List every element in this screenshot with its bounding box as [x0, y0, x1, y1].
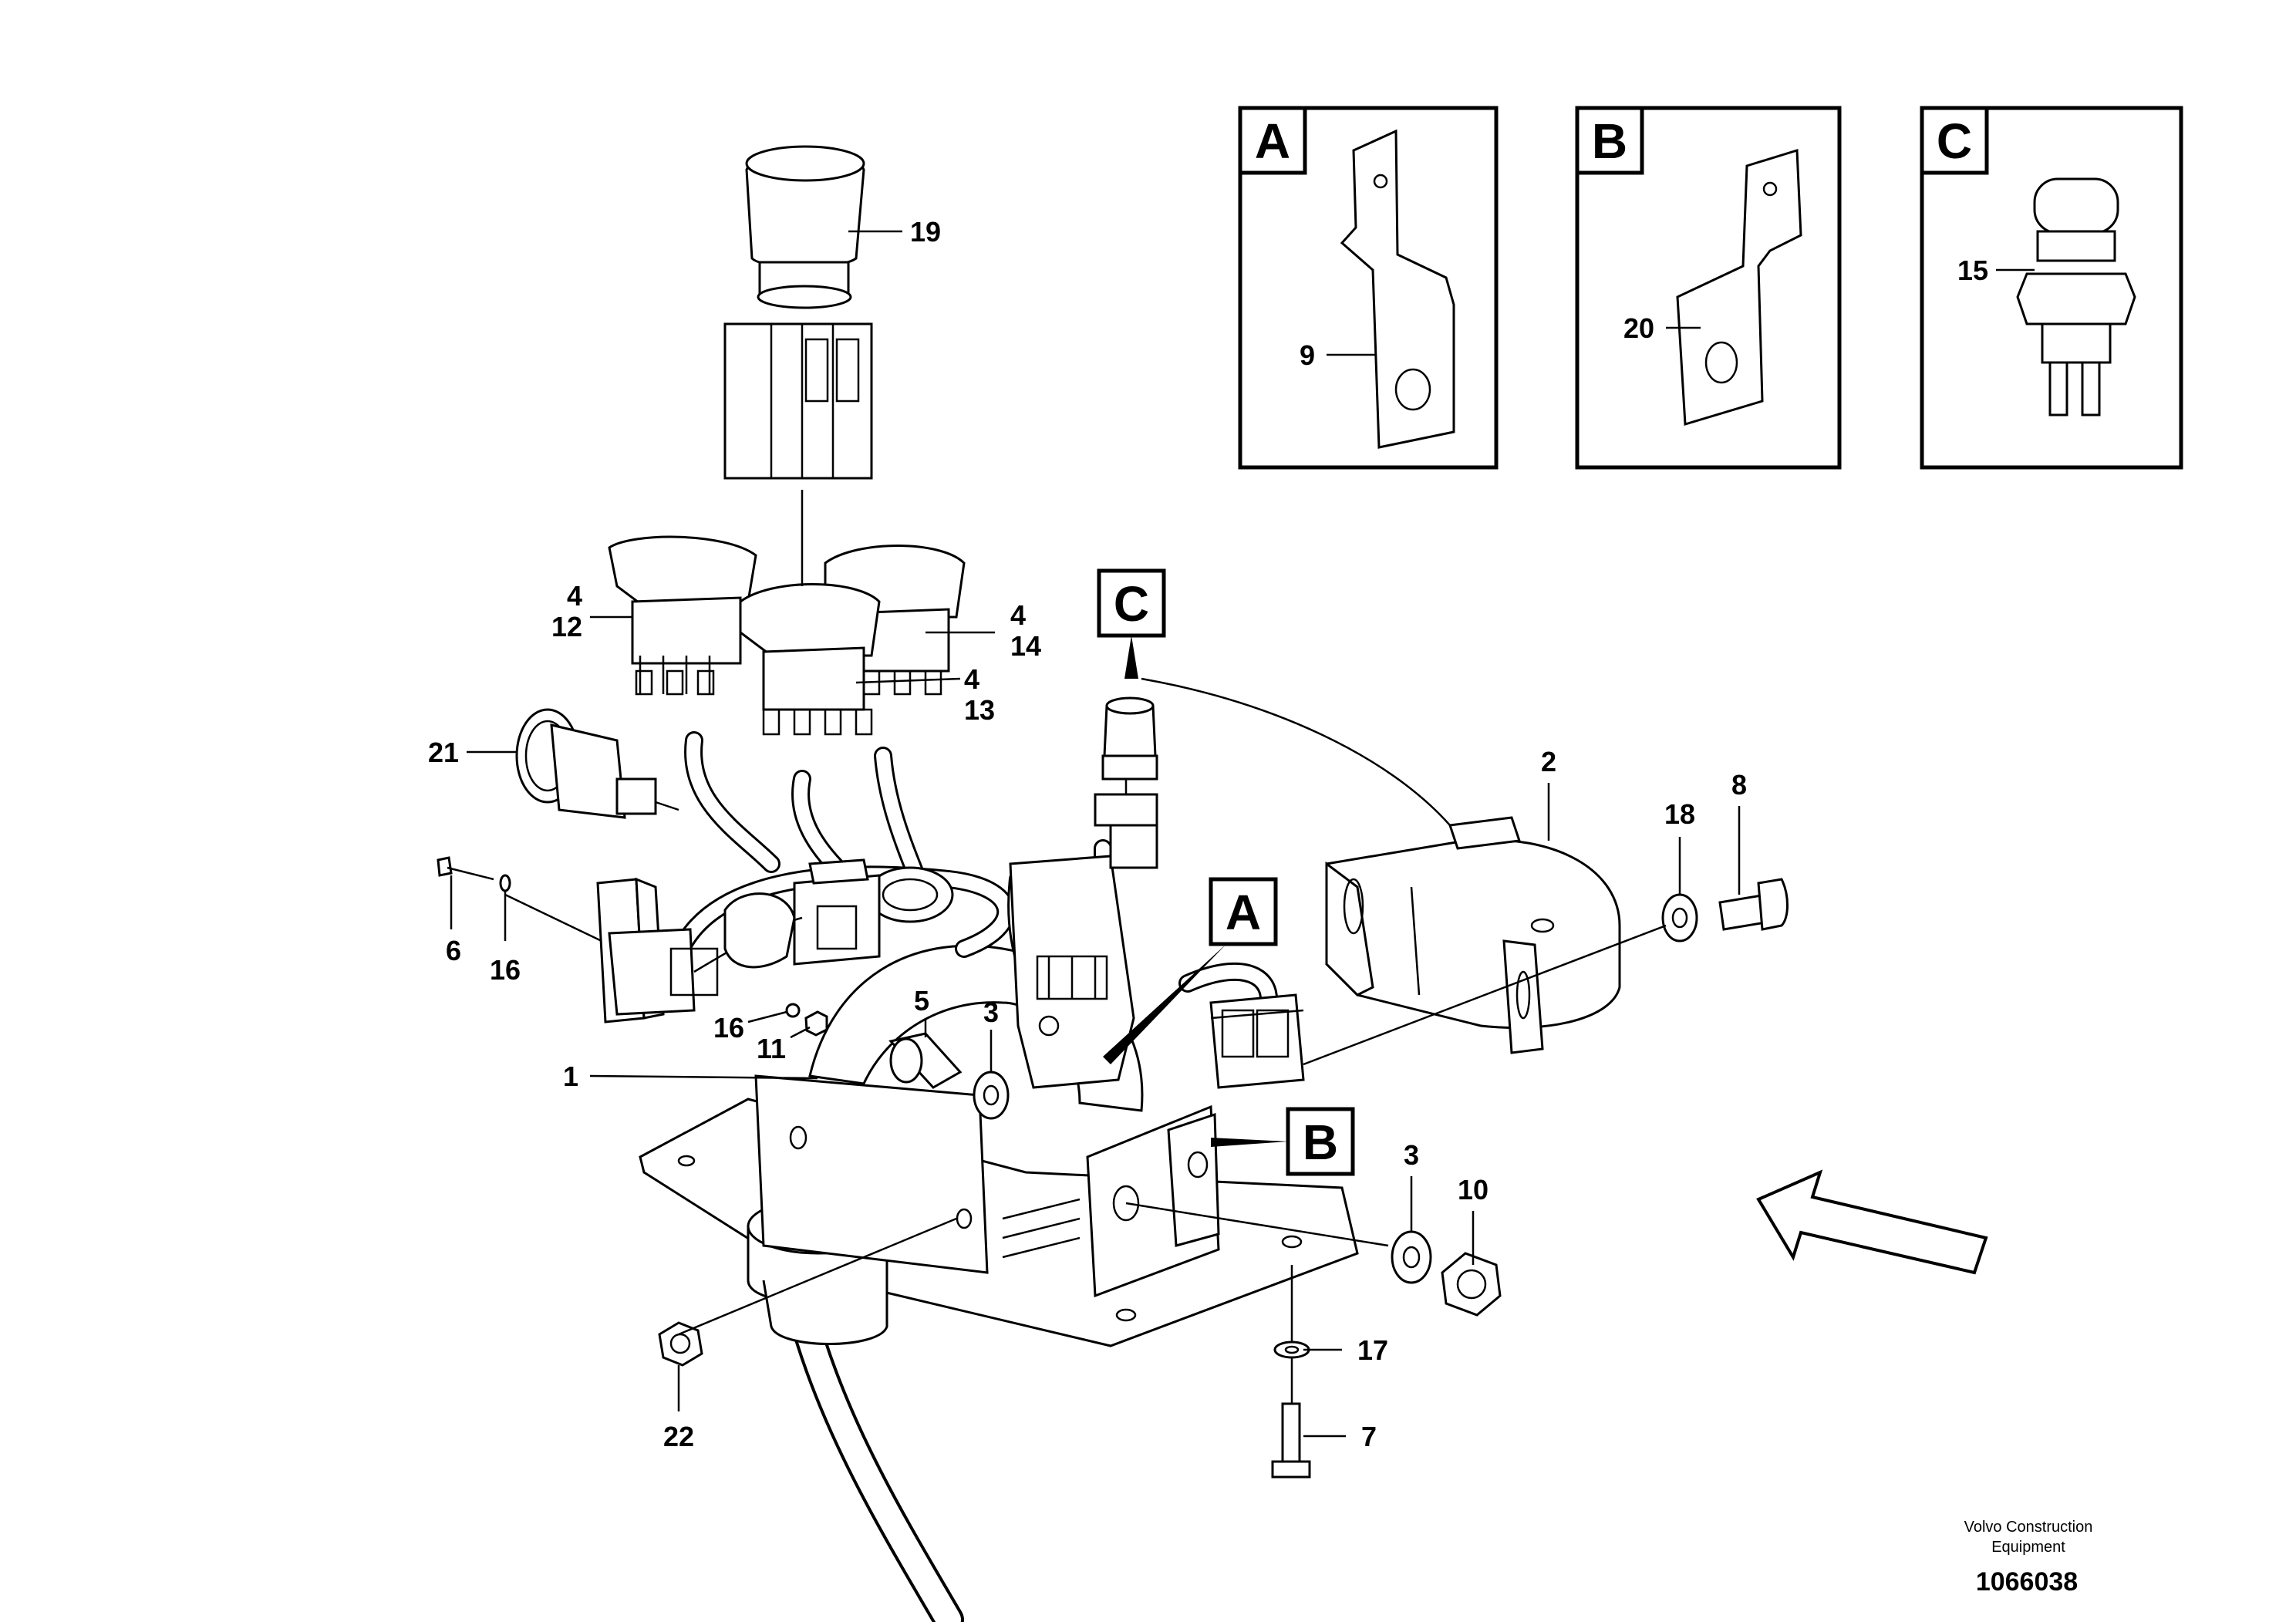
- callout-2: 2: [1541, 746, 1556, 777]
- detail-b-letter: B: [1592, 113, 1627, 169]
- power-socket-21: [515, 708, 679, 819]
- svg-text:C: C: [1114, 576, 1149, 632]
- nut-22: [658, 1321, 703, 1367]
- callout-6: 6: [446, 935, 461, 966]
- callout-14: 14: [1010, 630, 1041, 662]
- callout-21: 21: [428, 737, 459, 768]
- callout-11: 11: [757, 1033, 786, 1064]
- callout-4a: 4: [567, 580, 582, 612]
- washer-3-right: [1391, 1230, 1432, 1284]
- indicator-15-shape: [2016, 177, 2136, 416]
- callout-9: 9: [1300, 339, 1315, 371]
- svg-text:A: A: [1226, 885, 1261, 940]
- view-ref-c: C: [1097, 568, 1166, 679]
- callout-8: 8: [1731, 769, 1747, 801]
- callout-15: 15: [1957, 255, 1988, 286]
- main-bracket-1: [754, 1074, 1220, 1298]
- detail-view-a: A 9: [1238, 106, 1499, 470]
- callout-7: 7: [1361, 1421, 1377, 1452]
- callout-18: 18: [1664, 798, 1695, 830]
- buzzer-2: [1325, 816, 1621, 1054]
- direction-arrow: [1756, 1169, 1988, 1275]
- view-ref-b: B: [1211, 1107, 1355, 1176]
- detail-a-letter: A: [1255, 113, 1290, 169]
- detail-c-letter: C: [1937, 113, 1972, 169]
- washer-16-left: [499, 874, 511, 892]
- callout-12: 12: [551, 611, 582, 642]
- callout-16b: 16: [713, 1012, 744, 1044]
- bolt-6: [437, 856, 494, 881]
- bolt-5: [888, 1032, 963, 1089]
- callout-3a: 3: [983, 996, 999, 1028]
- company-line-2: Equipment: [1991, 1539, 2065, 1556]
- callout-3b: 3: [1404, 1139, 1419, 1171]
- callout-5: 5: [914, 985, 929, 1017]
- cable: [787, 1296, 964, 1622]
- svg-text:B: B: [1303, 1114, 1338, 1170]
- callout-20: 20: [1623, 312, 1654, 344]
- connector-block: [1009, 855, 1135, 1089]
- nut-11: [804, 1010, 828, 1037]
- callout-17: 17: [1357, 1334, 1388, 1366]
- bolt-7: [1271, 1402, 1311, 1479]
- callout-4b: 4: [1010, 599, 1026, 631]
- callout-labels: 19 4 12 4 14 4 13 21 6 16 16 11 5 3 1 2 …: [428, 216, 1747, 1452]
- bracket-20-shape: [1676, 148, 1802, 426]
- assembly-lines: [504, 571, 1667, 1404]
- callout-19: 19: [910, 216, 941, 248]
- callout-10: 10: [1458, 1174, 1489, 1206]
- callout-16a: 16: [490, 954, 521, 986]
- view-ref-a: A: [1103, 877, 1278, 1064]
- emergency-stop-switch-19: [723, 145, 873, 571]
- figure-number: 1066038: [1976, 1567, 2078, 1597]
- detail-view-c: C 15: [1920, 106, 2183, 470]
- company-line-1: Volvo Construction: [1964, 1519, 2093, 1536]
- washer-18: [1661, 893, 1698, 943]
- right-relay: [1209, 993, 1305, 1089]
- footer: Volvo Construction Equipment 1066038: [1964, 1519, 2093, 1597]
- bolt-8: [1718, 878, 1789, 931]
- detail-view-b: B 20: [1575, 106, 1842, 470]
- washer-16-lower: [785, 1003, 801, 1018]
- nut-10: [1441, 1252, 1502, 1317]
- callout-1: 1: [563, 1061, 578, 1092]
- callout-22: 22: [663, 1421, 694, 1452]
- bracket-9-shape: [1340, 129, 1455, 449]
- callout-4c: 4: [964, 663, 979, 695]
- indicator-c-main: [1094, 677, 1451, 869]
- callout-13: 13: [964, 694, 995, 726]
- washer-3-left: [973, 1071, 1010, 1120]
- rocker-switch-3: [739, 583, 881, 736]
- left-connector-assembly: [596, 858, 881, 1023]
- rocker-switch-1: [608, 535, 757, 696]
